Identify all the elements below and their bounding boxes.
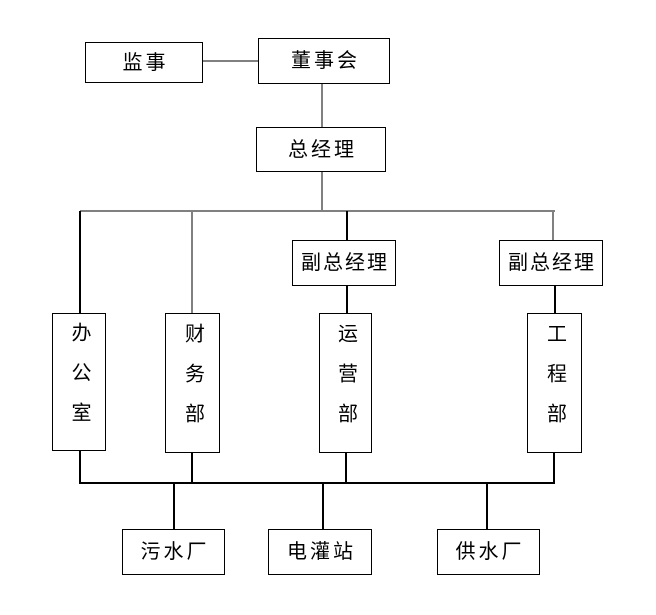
node-board: 董事会 — [258, 38, 390, 84]
connector-finance-lowerbus — [191, 452, 193, 484]
node-general-manager: 总经理 — [256, 127, 386, 172]
node-office: 办公室 — [52, 313, 106, 451]
connector-office-lowerbus — [79, 450, 81, 484]
node-deputy-manager-2: 副总经理 — [499, 240, 603, 286]
connector-deputy2-engineering — [554, 285, 556, 313]
connector-lowerbus-irrigation — [322, 483, 324, 529]
node-finance-dept: 财务部 — [165, 313, 220, 453]
node-board-label: 董事会 — [291, 50, 360, 72]
node-supervisor-label: 监事 — [122, 51, 169, 74]
connector-lowerbus-sewage — [173, 483, 175, 529]
node-deputy-manager-1-label: 副总经理 — [301, 252, 389, 274]
node-operations-dept-label: 运营部 — [334, 323, 357, 443]
node-deputy-manager-1: 副总经理 — [292, 240, 396, 286]
connector-lowerbus-water — [486, 483, 488, 529]
connector-supervisor-board — [203, 60, 258, 62]
node-irrigation-station: 电灌站 — [268, 529, 372, 575]
node-engineering-dept-label: 工程部 — [543, 323, 566, 443]
node-engineering-dept: 工程部 — [527, 313, 582, 453]
node-water-plant: 供水厂 — [437, 529, 540, 575]
node-sewage-plant-label: 污水厂 — [140, 541, 210, 563]
node-deputy-manager-2-label: 副总经理 — [508, 252, 596, 274]
connector-gm-bus — [321, 172, 323, 212]
connector-lower-bus — [80, 482, 555, 484]
node-general-manager-label: 总经理 — [288, 138, 357, 161]
connector-engineering-lowerbus — [553, 452, 555, 484]
node-sewage-plant: 污水厂 — [122, 529, 225, 575]
node-office-label: 办公室 — [68, 322, 90, 442]
connector-operations-lowerbus — [345, 452, 347, 484]
node-finance-dept-label: 财务部 — [181, 323, 204, 443]
node-water-plant-label: 供水厂 — [455, 541, 525, 563]
connector-bus-finance — [191, 211, 193, 313]
node-irrigation-station-label: 电灌站 — [287, 541, 356, 563]
node-supervisor: 监事 — [85, 42, 203, 83]
connector-upper-bus — [80, 210, 555, 212]
connector-deputy1-operations — [346, 286, 348, 313]
connector-bus-deputy2 — [552, 211, 554, 240]
node-operations-dept: 运营部 — [319, 313, 372, 453]
connector-bus-deputy1 — [346, 211, 348, 240]
connector-board-gm — [321, 84, 323, 127]
connector-bus-office — [79, 211, 81, 313]
